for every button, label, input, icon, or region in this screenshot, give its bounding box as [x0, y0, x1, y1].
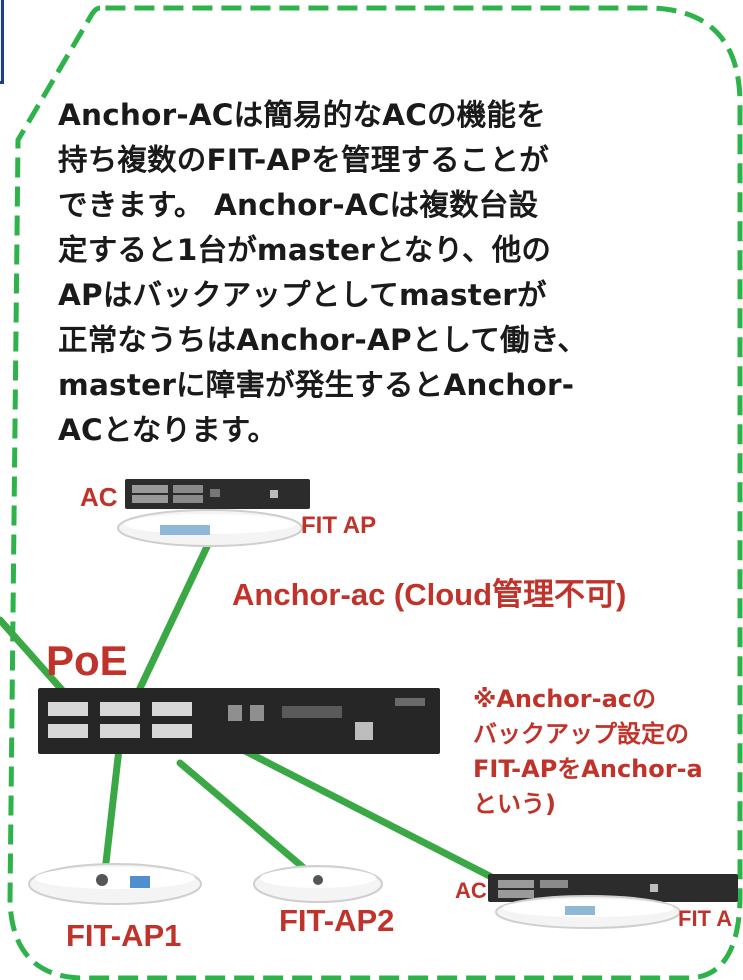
- poe-switch: [38, 688, 440, 754]
- fit-ap-top-device: [117, 509, 303, 547]
- fit-ap1-device: [28, 863, 202, 905]
- anchor-ac-description: Anchor-ACは簡易的なACの機能を 持ち複数のFIT-APを管理することが…: [58, 98, 588, 447]
- fit-ap-label-top: FIT AP: [301, 512, 377, 539]
- ac-device-top: [125, 479, 310, 509]
- fit-ap-label-right: FIT A: [678, 906, 733, 931]
- fit-ap2-device: [253, 865, 383, 903]
- fit-ap-right-device: [495, 895, 681, 929]
- anchor-ac-backup-note: ※Anchor-acの バックアップ設定の FIT-APをAnchor-a とい…: [473, 685, 703, 818]
- fit-ap2-label: FIT-AP2: [279, 903, 395, 938]
- ac-device-right: [488, 874, 738, 902]
- cable-switch-to-ap1: [100, 736, 124, 884]
- ac-label-top: AC: [80, 482, 118, 512]
- cable-anchor-to-switch: [129, 532, 216, 707]
- ac-label-right: AC: [455, 878, 487, 903]
- fit-ap1-label: FIT-AP1: [66, 918, 182, 953]
- anchor-ac-label: Anchor-ac (Cloud管理不可): [232, 577, 627, 612]
- partial-blue-box: [0, 0, 4, 84]
- cable-switch-to-ap2: [176, 759, 322, 884]
- poe-label: PoE: [46, 637, 128, 684]
